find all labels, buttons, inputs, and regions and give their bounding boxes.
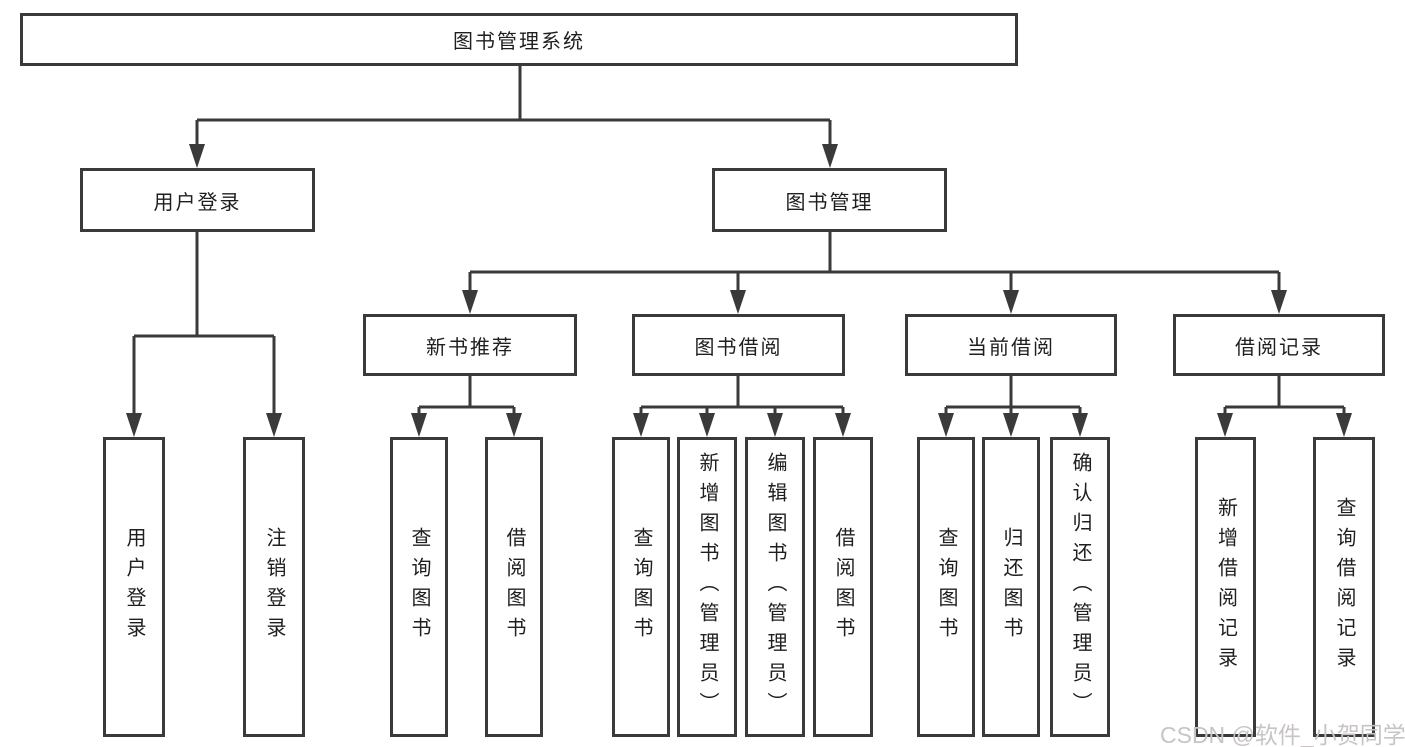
node-user-login-group: 用户登录 — [80, 168, 315, 232]
node-edit-books-admin: 编辑图书（管理员） — [745, 437, 805, 737]
node-label: 查询图书 — [408, 527, 430, 647]
node-logout: 注销登录 — [243, 437, 305, 737]
node-label: 图书管理 — [785, 191, 874, 214]
node-borrow-books: 借阅图书 — [813, 437, 873, 737]
node-label: 借阅图书 — [503, 527, 525, 647]
node-book-borrowing: 图书借阅 — [632, 314, 845, 376]
node-borrowing-records: 借阅记录 — [1173, 314, 1385, 376]
node-query-books: 查询图书 — [612, 437, 670, 737]
node-borrow-books: 借阅图书 — [485, 437, 543, 737]
node-query-borrow-record: 查询借阅记录 — [1313, 437, 1375, 737]
node-label: 图书借阅 — [694, 336, 783, 359]
node-user-login: 用户登录 — [103, 437, 165, 737]
node-label: 编辑图书（管理员） — [764, 452, 786, 722]
node-book-management-group: 图书管理 — [712, 168, 947, 232]
node-add-borrow-record: 新增借阅记录 — [1195, 437, 1256, 737]
node-add-books-admin: 新增图书（管理员） — [677, 437, 737, 737]
node-label: 新增图书（管理员） — [696, 452, 718, 722]
node-label: 查询图书 — [935, 527, 957, 647]
node-query-books: 查询图书 — [917, 437, 975, 737]
node-label: 图书管理系统 — [453, 31, 585, 53]
node-label: 用户登录 — [153, 191, 242, 214]
node-label: 当前借阅 — [967, 336, 1055, 359]
node-label: 确认归还（管理员） — [1069, 452, 1091, 722]
node-label: 借阅记录 — [1235, 336, 1323, 359]
node-label: 注销登录 — [263, 527, 285, 647]
node-label: 新书推荐 — [426, 336, 514, 359]
node-library-management-system: 图书管理系统 — [20, 13, 1018, 66]
node-label: 借阅图书 — [832, 527, 854, 647]
node-return-books: 归还图书 — [982, 437, 1040, 737]
node-label: 查询图书 — [630, 527, 652, 647]
node-confirm-return-admin: 确认归还（管理员） — [1050, 437, 1110, 737]
arrowheads — [126, 144, 1352, 437]
node-label: 查询借阅记录 — [1333, 497, 1355, 677]
csdn-watermark: CSDN @软件_小贺同学 — [1160, 722, 1405, 747]
node-query-books: 查询图书 — [390, 437, 448, 737]
node-current-borrowing: 当前借阅 — [905, 314, 1117, 376]
node-new-book-recommend: 新书推荐 — [363, 314, 577, 376]
node-label: 归还图书 — [1000, 527, 1022, 647]
node-label: 用户登录 — [123, 527, 145, 647]
node-label: 新增借阅记录 — [1214, 497, 1237, 677]
